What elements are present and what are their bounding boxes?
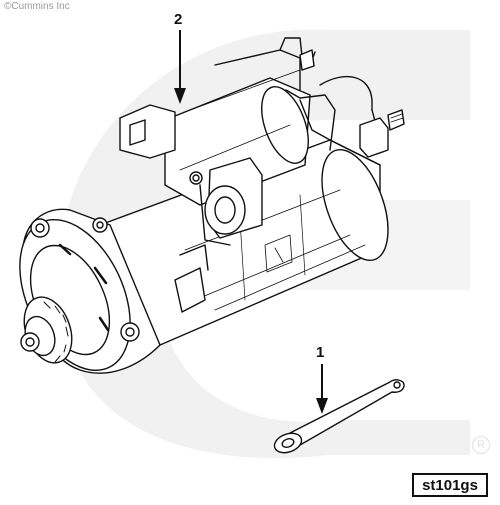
callout-label-part-1: 1 [316,344,325,361]
solenoid [119,69,311,206]
terminal-posts [299,49,405,158]
rear-cover [174,244,209,313]
wire-harness [214,37,379,151]
motor-housing [99,139,389,346]
relay-assembly [189,157,263,246]
callout-label-part-2: 2 [174,11,183,28]
figure-code-label: st101gs [412,473,488,497]
pinion-gear [20,296,73,364]
copyright-text: ©Cummins Inc [4,1,70,12]
wrench-tool [273,379,405,454]
registered-mark-icon: R [472,436,490,454]
callout-arrows [174,30,328,414]
